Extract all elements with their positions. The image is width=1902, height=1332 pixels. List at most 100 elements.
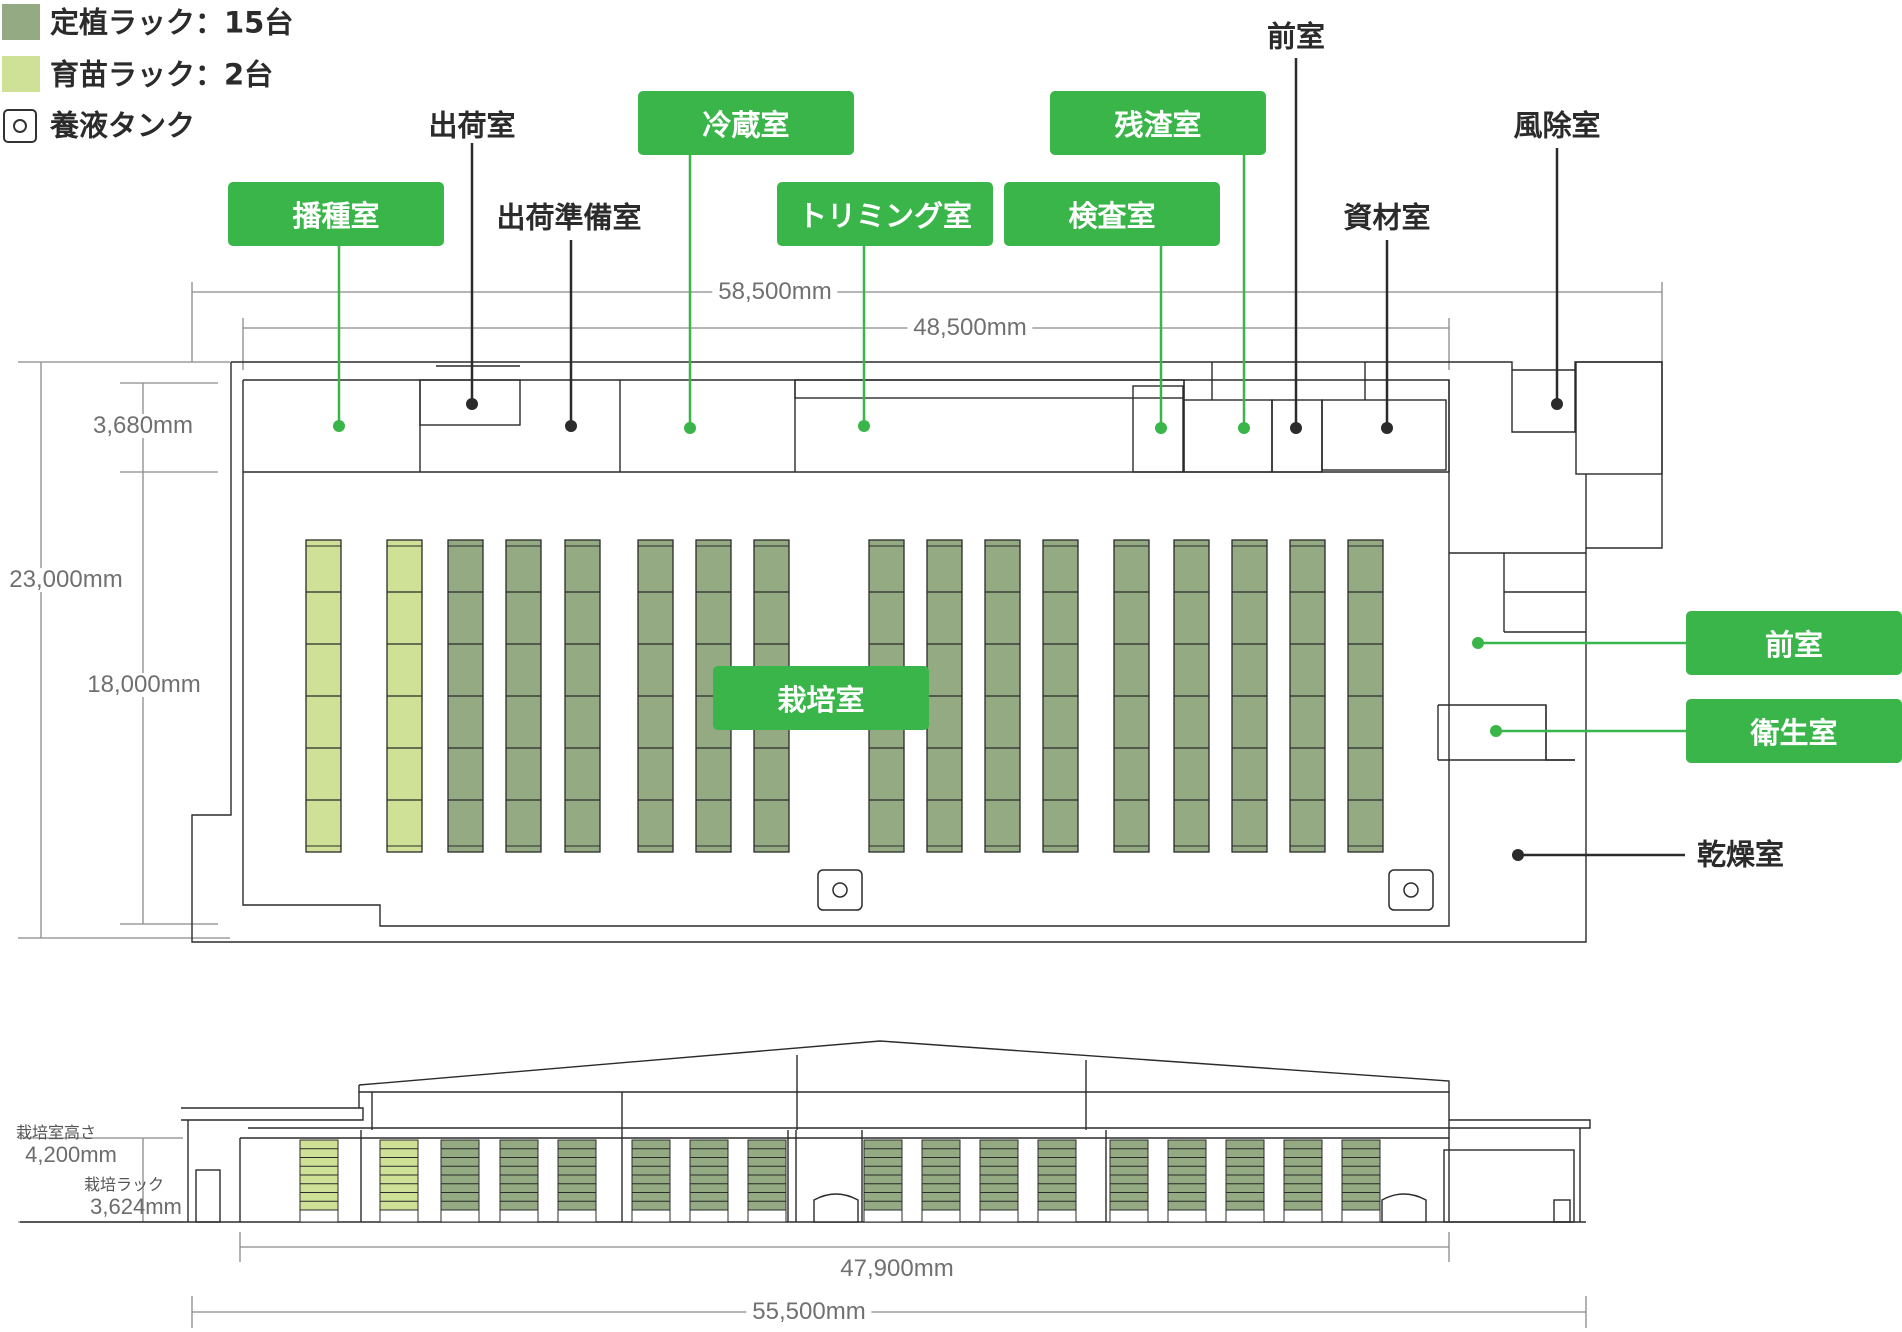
rack-planting: [564, 539, 601, 853]
rack-planting: [1347, 539, 1384, 853]
rack-planting: [505, 539, 542, 853]
room-label-air-shower: 風除室: [1513, 108, 1601, 143]
section-rack-base: [631, 1209, 671, 1223]
door: [195, 1169, 221, 1223]
dimension-plan-total-depth: 23,000mm: [3, 568, 129, 592]
leader-dot: [858, 420, 870, 432]
roof: [358, 1040, 1450, 1093]
value-cultivation-room-height: 4,200mm: [25, 1142, 117, 1167]
section-rack-planting: [689, 1139, 729, 1223]
label-cultivation-rack-height: 栽培ラック: [83, 1177, 165, 1194]
leader-dot: [565, 420, 577, 432]
section-rack-planting: [1167, 1139, 1207, 1223]
rack-planting: [1231, 539, 1268, 853]
tank-icon: [3, 109, 37, 143]
rack-planting: [637, 539, 674, 853]
dimension-lines: [18, 282, 1663, 1328]
right-annex-roof: [1449, 1119, 1591, 1129]
leader-air-shower: [1551, 148, 1563, 410]
leader-dot: [1551, 398, 1563, 410]
room-label-trimming: トリミング室: [777, 182, 993, 246]
dimension-plan-inner-depth: 18,000mm: [81, 673, 207, 697]
value-cultivation-rack-height: 3,624mm: [90, 1194, 182, 1219]
tank-icon: [1388, 869, 1434, 911]
planting-rack-swatch: [2, 4, 40, 40]
section-rack-planting: [499, 1139, 539, 1223]
section-rack-base: [299, 1209, 339, 1223]
room-label-cultivation: 栽培室: [713, 666, 929, 730]
residue-room-outline: [1183, 399, 1273, 473]
rack-planting: [1173, 539, 1210, 853]
leader-sanitary: [1490, 725, 1686, 737]
rack-seedling: [305, 539, 342, 853]
section-rack-planting: [1225, 1139, 1265, 1223]
section-rack-base: [1225, 1209, 1265, 1223]
section-rack-planting: [440, 1139, 480, 1223]
shipping-room-outline: [419, 379, 521, 426]
section-rack-base: [747, 1209, 787, 1223]
building-section-view: [20, 1040, 1591, 1223]
section-rack-base: [1109, 1209, 1149, 1223]
leader-shipping: [466, 143, 478, 410]
room-label-anteroom-right: 前室: [1686, 611, 1902, 675]
legend-seedling-rack-label: 育苗ラック：2台: [50, 57, 274, 92]
trimming-room-outline: [794, 379, 1185, 399]
room-label-cold-storage: 冷蔵室: [638, 91, 854, 155]
leader-trimming: [858, 246, 870, 432]
leader-inspection: [1155, 246, 1167, 434]
leader-dot: [1472, 637, 1484, 649]
leader-dot: [1155, 422, 1167, 434]
section-rack-planting: [863, 1139, 903, 1223]
room-label-drying: 乾燥室: [1697, 837, 1785, 872]
leader-dot: [1238, 422, 1250, 434]
leader-dot: [1490, 725, 1502, 737]
room-label-shipping: 出荷室: [428, 108, 516, 143]
rack-planting: [926, 539, 963, 853]
rack-planting: [447, 539, 484, 853]
section-rack-base: [689, 1209, 729, 1223]
label-leader-lines: [333, 58, 1686, 861]
rack-planting: [984, 539, 1021, 853]
left-annex-roof: [181, 1107, 364, 1121]
room-label-seeding: 播種室: [228, 182, 444, 246]
dimension-section-total-width: 55,500mm: [746, 1300, 872, 1324]
tank-section: [1381, 1193, 1427, 1223]
leader-seeding: [333, 246, 345, 432]
air-shower-room: [1511, 370, 1576, 433]
leader-dot: [333, 420, 345, 432]
rack-planting: [1042, 539, 1079, 853]
inspection-room-outline: [1132, 385, 1184, 473]
section-rack-planting: [1109, 1139, 1149, 1223]
dimension-section-inner-width: 47,900mm: [834, 1257, 960, 1281]
section-rack-base: [863, 1209, 903, 1223]
section-rack-base: [1037, 1209, 1077, 1223]
dimension-plan-top-rooms-depth: 3,680mm: [86, 414, 200, 438]
nutrient-tanks: [817, 869, 1434, 911]
air-shower-room-outline: [1575, 361, 1663, 475]
right-annex-room: [1443, 1149, 1575, 1223]
label-cultivation-room-height: 栽培室高さ: [15, 1125, 97, 1142]
sanitary-room-outline: [1438, 704, 1575, 761]
leader-drying: [1512, 849, 1685, 861]
materials-room-outline: [1321, 399, 1447, 471]
leader-anteroom-top: [1290, 58, 1302, 434]
room-label-anteroom-top: 前室: [1266, 19, 1326, 54]
room-label-inspection: 検査室: [1004, 182, 1220, 246]
section-rack-seedling: [299, 1139, 339, 1223]
section-rack-planting: [979, 1139, 1019, 1223]
leader-materials: [1381, 240, 1393, 434]
leader-dot: [1290, 422, 1302, 434]
section-rack-base: [557, 1209, 597, 1223]
rack-planting: [1289, 539, 1326, 853]
tank-circle: [1403, 882, 1419, 898]
inner-wall: [242, 379, 1450, 927]
room-label-materials: 資材室: [1343, 200, 1431, 235]
section-rack-planting: [747, 1139, 787, 1223]
section-rack-seedling: [379, 1139, 419, 1223]
leader-residue: [1238, 155, 1250, 434]
seedling-rack-swatch: [2, 56, 40, 92]
rack-seedling: [386, 539, 423, 853]
leader-dot: [466, 398, 478, 410]
rack-planting: [1113, 539, 1150, 853]
leader-dot: [1381, 422, 1393, 434]
